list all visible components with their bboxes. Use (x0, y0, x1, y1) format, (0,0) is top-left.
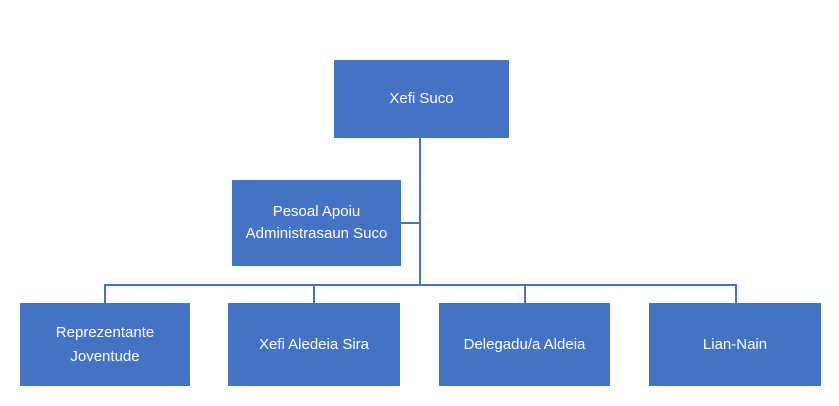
org-node-label: Lian-Nain (702, 335, 768, 353)
org-node-xefi-aledeia-sira[interactable]: Xefi Aledeia Sira (228, 303, 400, 386)
connector-assistant-horizontal (401, 222, 419, 224)
org-node-pesoal-apoiu[interactable]: Pesoal Apoiu Administrasaun Suco (232, 180, 401, 266)
connector-stub-reprezentante (104, 284, 106, 303)
connector-stub-xefi-aledeia (313, 284, 315, 303)
org-node-delegadu-aldeia[interactable]: Delegadu/a Aldeia (439, 303, 610, 386)
org-node-label: Reprezentante Joventude (55, 324, 155, 365)
connector-stub-delegadu (524, 284, 526, 303)
org-node-reprezentante-joventude[interactable]: Reprezentante Joventude (20, 303, 190, 386)
org-node-label: Xefi Aledeia Sira (258, 335, 370, 353)
connector-children-rail (104, 284, 737, 286)
connector-stub-lian-nain (735, 284, 737, 303)
org-node-label: Xefi Suco (389, 90, 454, 108)
org-node-label: Pesoal Apoiu Administrasaun Suco (245, 202, 388, 243)
connector-trunk-vertical (419, 138, 421, 286)
org-node-label: Delegadu/a Aldeia (463, 335, 586, 353)
org-node-lian-nain[interactable]: Lian-Nain (649, 303, 821, 386)
org-node-xefi-suco[interactable]: Xefi Suco (334, 60, 509, 138)
